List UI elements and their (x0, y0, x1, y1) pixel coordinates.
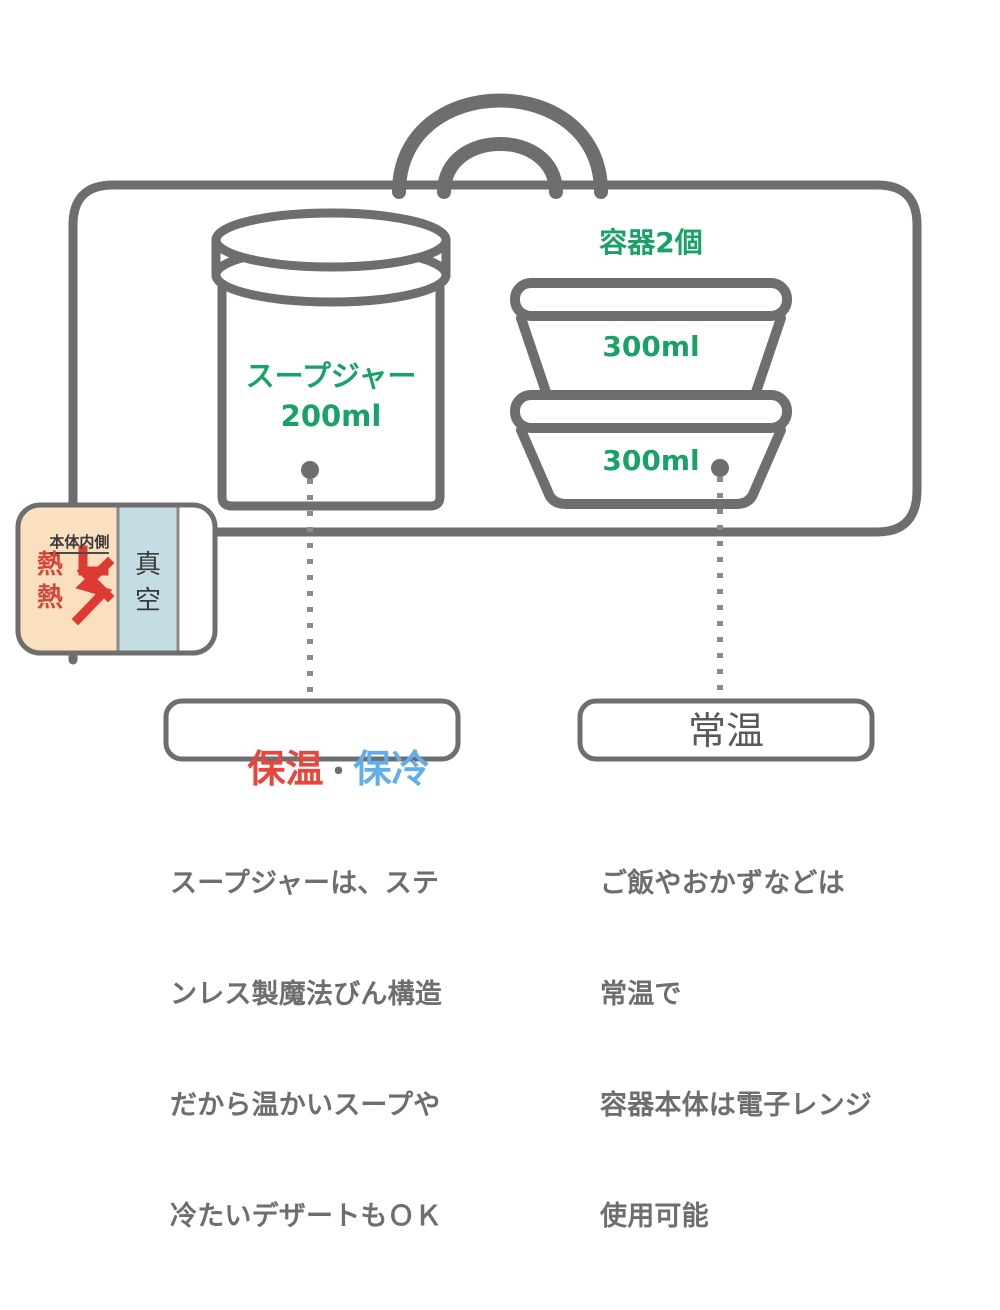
food-container-bottom (510, 390, 792, 509)
inset-hot-line-1: 熱 (36, 550, 63, 580)
callout-text-roomtemp: 常温 (687, 709, 764, 753)
callout-box-thermal (163, 698, 461, 762)
heat-reflection-arrow (71, 545, 115, 626)
description-thermal: スープジャーは、ステ ンレス製魔法びん構造 だから温かいスープや 冷たいデザート… (170, 792, 500, 1310)
inset-heading: 本体内側 (49, 533, 110, 554)
container-bottom-volume: 300ml (602, 444, 700, 477)
description-thermal-line-1: スープジャーは、ステ (170, 867, 440, 899)
description-roomtemp-line-3: 容器本体は電子レンジ (600, 1089, 872, 1121)
description-thermal-line-4: 冷たいデザートもＯＫ (170, 1200, 442, 1232)
product-illustration (15, 93, 922, 762)
inset-vacuum-line-1: 真 (134, 550, 161, 580)
description-thermal-line-2: ンレス製魔法びん構造 (170, 978, 442, 1010)
description-roomtemp: ご飯やおかずなどは 常温で 容器本体は電子レンジ 使用可能 (600, 792, 940, 1310)
jar-label-name: スープジャー (245, 359, 417, 393)
description-roomtemp-line-4: 使用可能 (600, 1200, 709, 1232)
food-container-top (510, 278, 792, 415)
inset-heading-wrap: 本体内側 (29, 518, 110, 566)
jar-label-volume: 200ml (280, 399, 382, 433)
callout-part-cold: 保冷 (353, 747, 430, 791)
inset-hot-line-2: 熱 (36, 583, 63, 613)
container-count-label: 容器2個 (599, 226, 703, 259)
container-top-volume: 300ml (602, 330, 700, 363)
bag-handle (392, 93, 608, 199)
infographic-canvas: スープジャー 200ml 容器2個 300ml 300ml 本体内側 熱 熱 真… (15, 93, 922, 1232)
cross-section-inset (15, 502, 218, 656)
description-roomtemp-line-1: ご飯やおかずなどは (600, 867, 845, 899)
soup-jar (211, 208, 451, 511)
description-thermal-line-3: だから温かいスープや (170, 1089, 441, 1121)
description-roomtemp-line-2: 常温で (600, 978, 682, 1010)
callout-box-roomtemp (577, 698, 875, 762)
callout-part-hot: 保温 (247, 747, 324, 791)
callout-text-thermal: 保温・保冷 (166, 712, 458, 826)
inset-vacuum-line-2: 空 (134, 586, 161, 616)
callout-part-separator: ・ (323, 755, 354, 790)
leader-line-roomtemp (711, 459, 729, 700)
leader-line-thermal (301, 461, 319, 700)
